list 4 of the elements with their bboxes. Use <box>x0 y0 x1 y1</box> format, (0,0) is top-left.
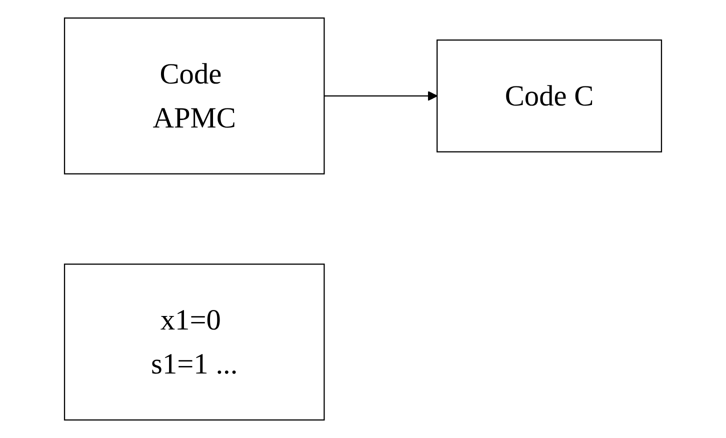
arrow <box>324 90 438 101</box>
node-box: x1=0 s1=1 ... <box>64 264 325 421</box>
node-box: Code APMC <box>64 17 325 174</box>
node-box: Code C <box>436 39 662 152</box>
